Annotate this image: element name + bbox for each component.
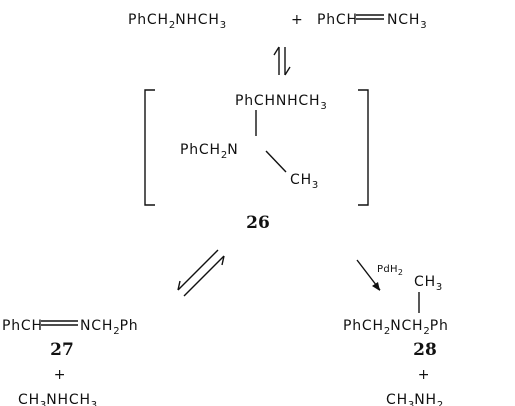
equilibrium-arrow-down-head: [284, 66, 291, 76]
imine-formula-right: NCH3: [387, 12, 427, 31]
left-equilibrium-arrow-lower: [177, 249, 219, 291]
compound-number-27: 27: [50, 340, 74, 360]
plus-sign-right: +: [418, 367, 431, 383]
benzylmethylamine-formula: PhCH2NHCH3: [128, 12, 226, 31]
methylamine-formula: CH3NH2: [386, 392, 443, 406]
left-equilibrium-arrow-upper-head: [221, 255, 225, 266]
product-28-formula: PhCH2NCH2Ph: [343, 318, 449, 337]
reduction-arrow-head: [372, 282, 380, 291]
intermediate-top-group: PhCHNHCH3: [235, 93, 327, 112]
plus-sign-top: +: [291, 12, 304, 28]
equilibrium-arrow-up-head: [273, 46, 280, 56]
right-bracket: [358, 89, 369, 206]
intermediate-methyl-bond: [265, 150, 287, 173]
intermediate-methyl: CH3: [290, 172, 318, 191]
dimethylamine-formula: CH3NHCH3: [18, 392, 97, 406]
product-28-methyl: CH3: [414, 274, 442, 293]
imine-formula-left: PhCH: [317, 12, 358, 28]
intermediate-benzyl-nitrogen: PhCH2N: [180, 142, 238, 161]
left-bracket: [144, 89, 155, 206]
left-equilibrium-arrow-upper: [183, 255, 225, 297]
product-27-right-part: NCH2Ph: [80, 318, 138, 337]
product-27-left-part: PhCH: [2, 318, 43, 334]
reagent-pdh2: PdH2: [377, 264, 403, 277]
plus-sign-left: +: [54, 367, 67, 383]
left-equilibrium-arrow-lower-head: [177, 280, 181, 291]
compound-number-26: 26: [246, 213, 270, 233]
compound-number-28: 28: [413, 340, 437, 360]
